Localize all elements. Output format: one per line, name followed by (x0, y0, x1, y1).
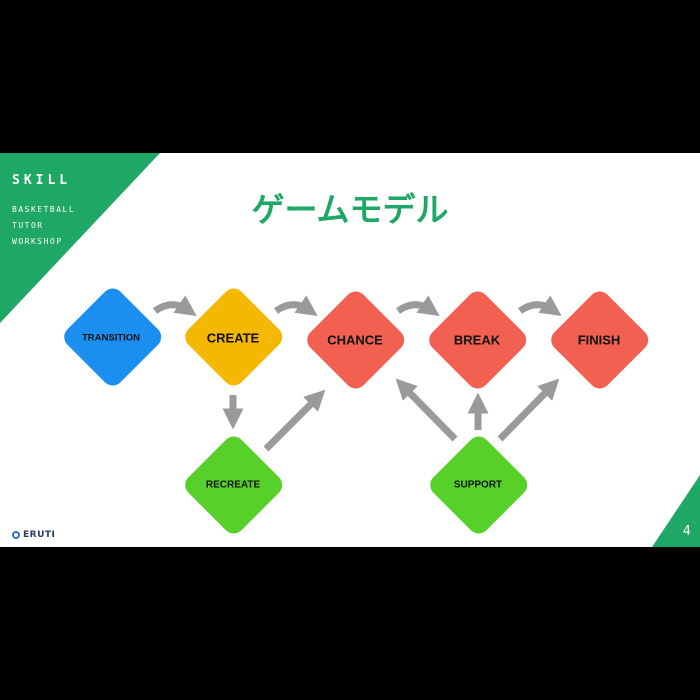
node-support-shape (430, 436, 528, 534)
node-break-label: BREAK (454, 333, 501, 348)
arrow-transition-create (152, 295, 197, 316)
slide-title: ゲームモデル (251, 190, 449, 229)
logo-icon (12, 531, 20, 539)
node-transition-label: TRANSITION (82, 333, 140, 344)
node-recreate-label: RECREATE (206, 480, 261, 491)
node-recreate: RECREATE (185, 436, 283, 534)
arrow-chance-break (395, 295, 440, 316)
node-create-shape (185, 288, 283, 386)
game-model-diagram: TRANSITION CREATE CHANCE BREAK FINISH RE… (64, 288, 649, 534)
arrow-support-chance (395, 378, 458, 442)
arrow-break-finish (517, 295, 562, 316)
arrow-recreate-chance (263, 389, 326, 452)
node-chance-shape (307, 291, 405, 389)
brand-skill: SKILL (12, 173, 72, 188)
node-transition: TRANSITION (64, 288, 162, 386)
arrow-support-finish (497, 378, 560, 442)
brand-line-1: BASKETBALL (12, 205, 76, 214)
node-break-shape (429, 291, 527, 389)
node-create: CREATE (185, 288, 283, 386)
node-support-label: SUPPORT (454, 480, 502, 491)
node-chance-label: CHANCE (327, 333, 383, 348)
slide: SKILL BASKETBALL TUTOR WORKSHOP ゲームモデル T… (0, 153, 700, 547)
node-chance: CHANCE (307, 291, 405, 389)
node-recreate-shape (185, 436, 283, 534)
node-support: SUPPORT (430, 436, 528, 534)
node-finish-label: FINISH (578, 333, 621, 348)
brand-line-3: WORKSHOP (12, 237, 63, 246)
node-break: BREAK (429, 291, 527, 389)
arrow-create-chance (273, 295, 318, 316)
brand-line-2: TUTOR (12, 221, 44, 230)
node-create-label: CREATE (207, 331, 260, 346)
logo-text: ERUTI (23, 530, 56, 540)
node-finish-shape (551, 291, 649, 389)
node-finish: FINISH (551, 291, 649, 389)
node-transition-shape (64, 288, 162, 386)
company-logo: ERUTI (12, 530, 55, 540)
page-number: 4 (682, 524, 691, 539)
